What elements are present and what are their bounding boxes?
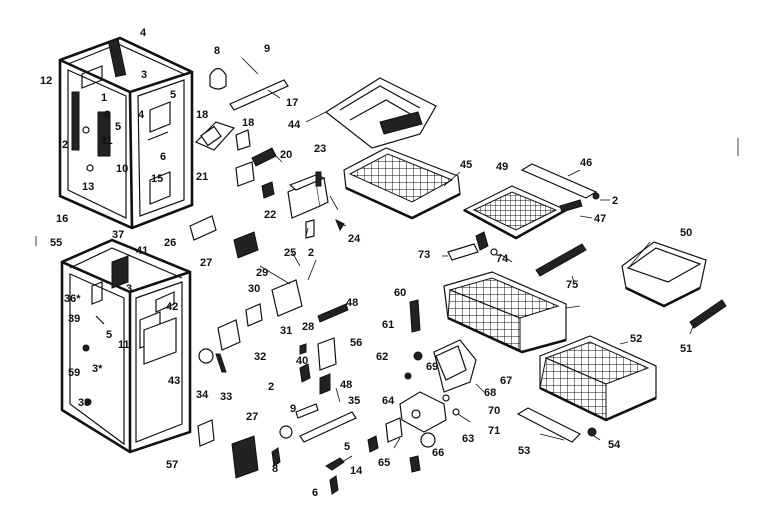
label-59: 59 xyxy=(68,367,80,379)
label-49: 49 xyxy=(496,161,508,173)
label-73: 74 xyxy=(496,253,509,265)
label-25: 25 xyxy=(284,247,296,259)
label-46: 46 xyxy=(580,157,592,169)
label-30: 30 xyxy=(248,283,260,295)
label-27-lower: 27 xyxy=(246,411,258,423)
label-33: 33 xyxy=(220,391,232,403)
upper-cabinet xyxy=(58,36,194,230)
label-69: 69 xyxy=(426,361,438,373)
label-9-bottom: 9 xyxy=(290,403,296,415)
label-32: 32 xyxy=(254,351,266,363)
label-41: 41 xyxy=(136,245,148,257)
label-11-lower: 11 xyxy=(118,339,130,351)
label-31: 31 xyxy=(280,325,292,337)
label-45: 45 xyxy=(460,159,472,171)
label-65: 65 xyxy=(378,457,390,469)
label-63: 63 xyxy=(462,433,474,445)
label-43: 43 xyxy=(168,375,180,387)
label-2-mid: 2 xyxy=(308,247,314,259)
label-3-lower: 3 xyxy=(126,283,132,295)
label-44: 44 xyxy=(288,119,301,131)
label-39: 39 xyxy=(68,313,80,325)
label-28: 28 xyxy=(302,321,314,333)
label-68: 68 xyxy=(484,387,496,399)
label-3-top: 3 xyxy=(141,69,147,81)
label-47: 47 xyxy=(594,213,606,225)
label-56: 56 xyxy=(350,337,362,349)
label-24: 24 xyxy=(348,233,361,245)
label-48-top: 48 xyxy=(346,297,358,309)
label-34: 34 xyxy=(196,389,209,401)
label-40: 40 xyxy=(296,355,308,367)
label-70: 70 xyxy=(488,405,500,417)
label-6-a: 6 xyxy=(104,109,110,121)
label-35: 35 xyxy=(348,395,360,407)
label-66: 66 xyxy=(432,447,444,459)
label-4-mid: 4 xyxy=(138,109,145,121)
label-10: 10 xyxy=(116,163,128,175)
label-2-right: 2 xyxy=(612,195,618,207)
label-67: 67 xyxy=(500,375,512,387)
label-8-top: 8 xyxy=(214,45,220,57)
label-72: 73 xyxy=(418,249,430,261)
label-6-b: 6 xyxy=(160,151,166,163)
label-54: 54 xyxy=(608,439,621,451)
label-29: 29 xyxy=(256,267,268,279)
lower-cabinet xyxy=(60,238,192,454)
part-labels: 4 3 12 5 1 6 4 5 2 11 10 6 13 15 16 8 9 … xyxy=(40,27,692,499)
label-37: 37 xyxy=(112,229,124,241)
label-18: 18 xyxy=(242,117,254,129)
label-17: 17 xyxy=(286,97,298,109)
label-27-upper: 27 xyxy=(200,257,212,269)
label-4-top: 4 xyxy=(140,27,147,39)
label-19: 18 xyxy=(196,109,208,121)
small-parts-upper xyxy=(189,67,357,495)
label-5-lower: 5 xyxy=(106,329,112,341)
label-15: 15 xyxy=(151,173,163,185)
leader-lines xyxy=(241,57,695,463)
label-21: 21 xyxy=(196,171,208,183)
label-13: 13 xyxy=(82,181,94,193)
label-57: 57 xyxy=(166,459,178,471)
label-2-upper: 2 xyxy=(62,139,68,151)
label-53: 53 xyxy=(518,445,530,457)
label-48-bottom: 48 xyxy=(340,379,352,391)
label-62: 62 xyxy=(376,351,388,363)
label-8-bottom: 8 xyxy=(272,463,278,475)
label-52: 52 xyxy=(630,333,642,345)
label-9-top: 9 xyxy=(264,43,270,55)
label-5-b: 5 xyxy=(115,121,121,133)
label-38: 38 xyxy=(78,397,90,409)
label-3-star: 3* xyxy=(92,363,103,375)
label-50: 50 xyxy=(680,227,692,239)
label-20: 20 xyxy=(280,149,292,161)
label-51: 51 xyxy=(680,343,692,355)
label-5-bottom: 5 xyxy=(344,441,350,453)
label-2-lower: 2 xyxy=(268,381,274,393)
label-16: 16 xyxy=(56,213,68,225)
label-26: 26 xyxy=(164,237,176,249)
label-60: 60 xyxy=(394,287,406,299)
label-12: 12 xyxy=(40,75,52,87)
label-14: 14 xyxy=(350,465,363,477)
label-23: 23 xyxy=(314,143,326,155)
label-64: 64 xyxy=(382,395,395,407)
label-1: 1 xyxy=(101,92,107,104)
label-61: 61 xyxy=(382,319,394,331)
label-42: 42 xyxy=(166,301,178,313)
label-71: 71 xyxy=(488,425,500,437)
fresh-food-parts xyxy=(367,231,727,473)
label-74: 75 xyxy=(566,279,578,291)
label-11-upper: 11 xyxy=(101,135,113,147)
label-6-bottom: 6 xyxy=(312,487,318,499)
label-5-a: 5 xyxy=(170,89,176,101)
label-22: 22 xyxy=(264,209,276,221)
label-55: 55 xyxy=(50,237,62,249)
freezer-shelves xyxy=(324,77,600,240)
label-36-star: 36* xyxy=(64,293,81,305)
